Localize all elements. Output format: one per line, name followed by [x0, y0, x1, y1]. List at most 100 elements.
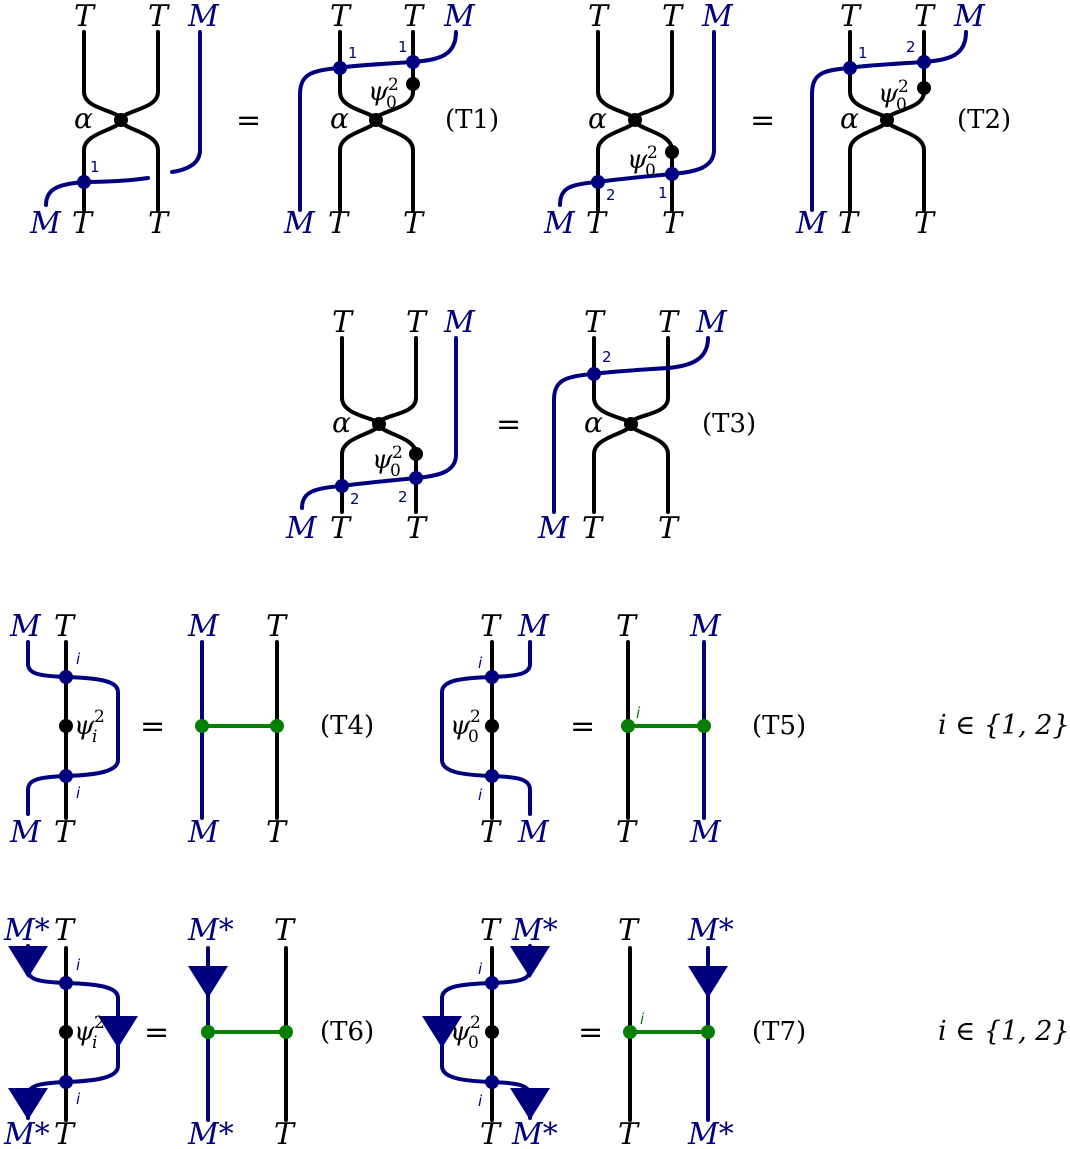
t5l-idx-bot: i — [478, 786, 483, 804]
t5l-top-t: T — [480, 609, 502, 644]
t4r-top-m: M — [187, 609, 220, 644]
t3l-top-t1: T — [332, 305, 354, 340]
t2l-top-t1: T — [588, 0, 610, 34]
t2l-idx-a: 2 — [606, 186, 616, 204]
condition-2: i ∈ {1, 2} — [938, 1016, 1070, 1047]
eq-5: = — [570, 709, 595, 744]
t1r-top-t2: T — [403, 0, 425, 34]
t5r-bot-m: M — [689, 815, 722, 850]
t7l-top-t: T — [480, 913, 502, 948]
t2r-top-m: M — [953, 0, 986, 34]
t1l-bot-t1: T — [72, 206, 94, 241]
t2r-psi-sub: 0 — [896, 95, 907, 115]
t3l-idx-a: 2 — [350, 490, 360, 508]
t4r-bot-m: M — [187, 815, 220, 850]
t2-rhs — [810, 30, 968, 212]
t2r-top-t1: T — [840, 0, 862, 34]
t7l-psi-sup: 2 — [470, 1013, 481, 1033]
t5l-psi: ψ — [450, 711, 471, 741]
t3r-top-t2: T — [658, 305, 680, 340]
t1l-bot-m: M — [29, 206, 62, 241]
t7l-idx-bot: i — [478, 1092, 483, 1110]
t6l-top-t: T — [54, 913, 76, 948]
t5l-idx-top: i — [478, 654, 483, 672]
t2r-idx-a: 1 — [858, 44, 868, 62]
t2r-alpha: α — [840, 102, 859, 135]
t2l-top-m: M — [701, 0, 734, 34]
eq-2: = — [750, 103, 775, 138]
t3l-bot-t2: T — [406, 511, 428, 546]
t3l-top-m: M — [443, 305, 476, 340]
t6r-top-m: M* — [187, 913, 234, 948]
t3-lhs — [300, 336, 458, 514]
t3l-psi-sub: 0 — [390, 461, 401, 481]
eq-4: = — [140, 709, 165, 744]
t1r-psi: ψ — [368, 77, 389, 107]
t4l-top-m: M — [9, 609, 42, 644]
t6r-bot-t: T — [274, 1117, 296, 1149]
t3r-top-t1: T — [584, 305, 606, 340]
t6l-top-m: M* — [3, 913, 50, 948]
t4l-bot-t: T — [54, 815, 76, 850]
t2l-alpha: α — [588, 102, 607, 135]
t1r-bot-t2: T — [403, 206, 425, 241]
t5r-idx: i — [636, 704, 641, 722]
tag-t5: (T5) — [752, 711, 806, 741]
t1r-bot-m: M — [283, 206, 316, 241]
t7l-bot-m: M* — [511, 1117, 558, 1149]
t1r-psi-sub: 0 — [386, 93, 397, 113]
t4-rhs — [195, 640, 284, 820]
t3l-alpha: α — [332, 406, 351, 439]
t3-rhs — [552, 336, 710, 514]
t6l-idx-bot: i — [76, 1090, 81, 1108]
t5-lhs — [440, 640, 532, 820]
t2r-psi: ψ — [878, 79, 899, 109]
t7r-bot-m: M* — [687, 1117, 734, 1149]
t1r-top-m: M — [443, 0, 476, 34]
t3l-psi: ψ — [372, 445, 393, 475]
t2l-bot-t1: T — [586, 206, 608, 241]
t7r-top-m: M* — [687, 913, 734, 948]
t2l-idx-b: 1 — [658, 184, 668, 202]
t2l-top-t2: T — [662, 0, 684, 34]
t1-rhs — [298, 30, 458, 212]
eq-7: = — [578, 1015, 603, 1050]
t7-rhs — [623, 946, 728, 1122]
t6l-psi-sub: i — [92, 1033, 97, 1053]
t7l-psi: ψ — [450, 1017, 471, 1047]
t7l-top-m: M* — [511, 913, 558, 948]
t4r-bot-t: T — [266, 815, 288, 850]
t2l-psi: ψ — [627, 145, 648, 175]
tag-t1: (T1) — [445, 105, 499, 135]
t2l-psi-sub: 0 — [645, 161, 656, 181]
condition-1: i ∈ {1, 2} — [938, 710, 1070, 741]
t6l-psi: ψ — [74, 1017, 95, 1047]
t6l-idx-top: i — [76, 956, 81, 974]
t2r-top-t2: T — [914, 0, 936, 34]
t1r-idx-b: 1 — [398, 38, 408, 56]
t6-rhs — [188, 946, 293, 1122]
t4r-top-t: T — [266, 609, 288, 644]
t1l-top-t1: T — [74, 0, 96, 34]
eq-3: = — [496, 407, 521, 442]
tag-t6: (T6) — [320, 1017, 374, 1047]
t5r-top-m: M — [689, 609, 722, 644]
t5l-psi-sup: 2 — [470, 707, 481, 727]
t6-lhs — [8, 944, 138, 1122]
t1l-top-m: M — [187, 0, 220, 34]
t3r-top-m: M — [695, 305, 728, 340]
t1r-top-t1: T — [330, 0, 352, 34]
t6l-psi-sup: 2 — [94, 1013, 105, 1033]
eq-1: = — [236, 103, 261, 138]
t4l-psi-sub: i — [92, 727, 97, 747]
t4l-idx-bot: i — [76, 784, 81, 802]
t1-lhs — [44, 30, 202, 212]
t6r-top-t: T — [274, 913, 296, 948]
eq-6: = — [144, 1015, 169, 1050]
t7l-idx-top: i — [478, 960, 483, 978]
t2l-bot-t2: T — [662, 206, 684, 241]
t6l-bot-m: M* — [3, 1117, 50, 1149]
t1l-top-t2: T — [148, 0, 170, 34]
t5-rhs — [621, 640, 711, 820]
